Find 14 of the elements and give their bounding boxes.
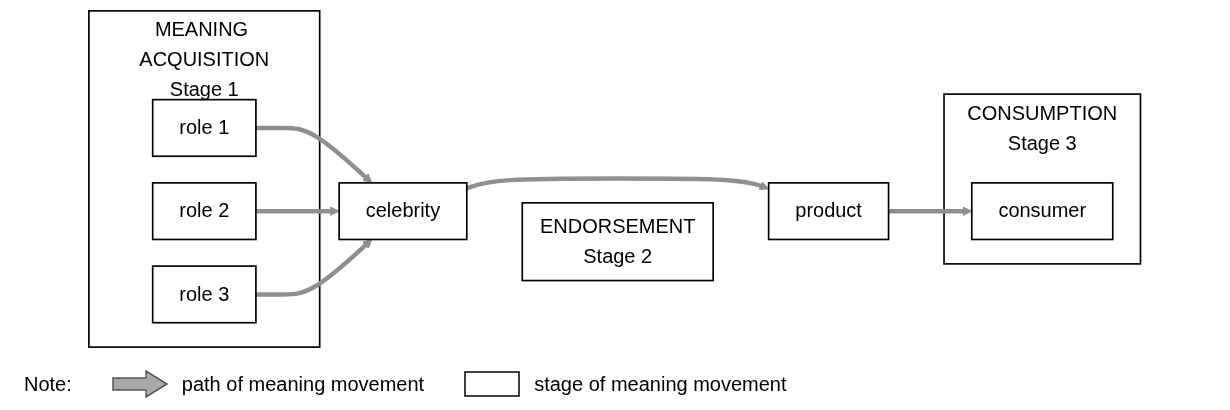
arrow xyxy=(256,206,340,217)
legend-text: stage of meaning movement xyxy=(534,372,787,396)
node-box: role 2 xyxy=(152,182,258,241)
node-box: product xyxy=(768,182,890,241)
node-box: consumer xyxy=(971,182,1114,241)
arrow xyxy=(888,206,973,217)
legend-text: path of meaning movement xyxy=(181,372,425,396)
node-box: celebrity xyxy=(338,182,468,241)
arrow xyxy=(256,125,373,184)
arrow xyxy=(256,239,373,297)
node-box: role 3 xyxy=(152,265,258,324)
note-label: Note: xyxy=(24,372,72,396)
node-box: role 1 xyxy=(152,98,258,158)
node-box: ENDORSEMENT Stage 2 xyxy=(521,202,715,282)
